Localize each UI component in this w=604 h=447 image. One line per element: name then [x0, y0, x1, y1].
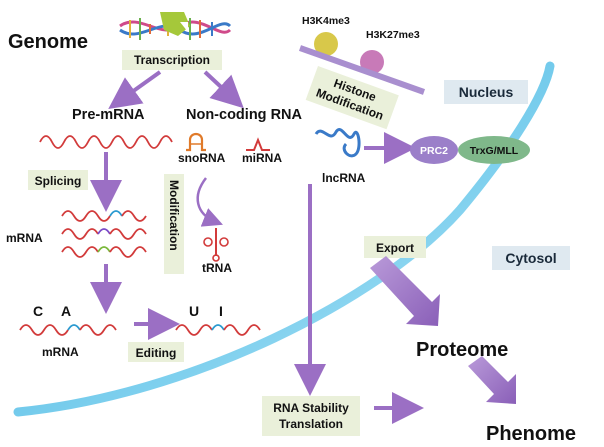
trna-cloverleaf-icon: [203, 228, 229, 262]
nucleus-box: [444, 80, 528, 104]
transcription-label: Transcription: [134, 53, 210, 67]
mirna-label: miRNA: [242, 151, 282, 165]
snorna-hairpin-icon: [186, 132, 206, 152]
phenome-arrow: [468, 356, 516, 404]
genome-label: Genome: [8, 31, 88, 53]
editing-label: Editing: [136, 346, 177, 360]
transcription-arrows: [108, 70, 244, 109]
modification-arrow: [196, 177, 223, 227]
pre-mrna-strand: [39, 135, 173, 149]
cytosol-label: Cytosol: [505, 250, 556, 266]
pre-mrna-label: Pre-mRNA: [72, 107, 145, 123]
mrna-isoforms: [61, 210, 147, 258]
editing-box: [128, 342, 184, 362]
letter-c: C: [33, 303, 43, 319]
prc2-label: PRC2: [420, 145, 448, 157]
trxg-label: TrxG/MLL: [470, 145, 519, 157]
lncrna-coil-icon: [314, 128, 361, 158]
phenome-label: Phenome: [486, 423, 576, 445]
lncrna-label: lncRNA: [322, 171, 366, 185]
transcription-box: [122, 50, 222, 70]
h3k4me3-label: H3K4me3: [302, 15, 350, 27]
unedited-strand: [19, 324, 69, 336]
h3k27me3-label: H3K27me3: [366, 29, 420, 41]
modification-vertical-label: Modification: [167, 180, 181, 251]
translation-label: Translation: [279, 417, 343, 431]
proteome-label: Proteome: [416, 339, 508, 361]
trna-label: tRNA: [202, 261, 232, 275]
rna-stability-label: RNA Stability: [273, 401, 349, 415]
splicing-label: Splicing: [35, 174, 82, 188]
trxg-pill: [458, 136, 530, 164]
splicing-box: [28, 170, 88, 190]
mrna-bottom-label: mRNA: [42, 345, 79, 359]
non-coding-rna-label: Non-coding RNA: [186, 107, 303, 123]
dna-helix-icon: [119, 12, 232, 40]
mrna-middle-label: mRNA: [6, 231, 43, 245]
nucleus-label: Nucleus: [459, 84, 514, 100]
histone-balls-icon: [298, 32, 426, 95]
cytosol-box: [492, 246, 570, 270]
rna-stability-box: [262, 396, 360, 436]
snorna-label: snoRNA: [178, 151, 226, 165]
mirna-hairpin-icon: [246, 137, 270, 151]
export-label: Export: [376, 241, 414, 255]
letter-u: U: [189, 303, 199, 319]
letter-i: I: [219, 303, 223, 319]
edited-strand: [175, 324, 213, 336]
modification-box: [164, 174, 184, 274]
export-arrow: [370, 256, 440, 326]
letter-a: A: [61, 303, 71, 319]
export-box: [364, 236, 426, 258]
prc2-pill: [410, 136, 458, 164]
